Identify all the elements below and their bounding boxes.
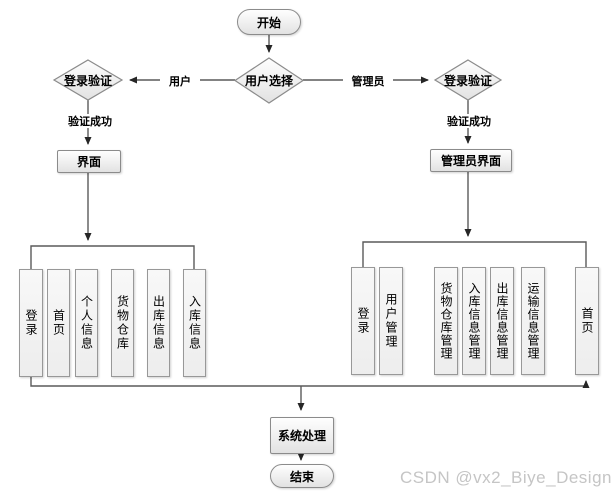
right-module-login: 登录 (351, 267, 375, 375)
left-module-cargo-warehouse: 货物仓库 (111, 269, 134, 377)
right-module-cargo-warehouse-management: 货物仓库管理 (434, 267, 458, 375)
left-module-login: 登录 (19, 269, 43, 377)
user-interface-node: 界面 (57, 150, 121, 173)
left-module-home: 首页 (47, 269, 70, 377)
right-module-inbound-info-management: 入库信息管理 (462, 267, 486, 375)
right-module-user-management: 用户管理 (379, 267, 403, 375)
right-module-home: 首页 (575, 267, 599, 375)
edge-label-admin: 管理员 (343, 73, 393, 88)
edge-label-admin-verify-success: 验证成功 (442, 114, 496, 128)
admin-verify-diamond-shape (433, 59, 503, 101)
right-module-transport-info-management: 运输信息管理 (521, 267, 545, 375)
right-module-outbound-info-management: 出库信息管理 (490, 267, 514, 375)
csdn-watermark: CSDN @vx2_Biye_Design (399, 468, 612, 487)
left-module-outbound-info: 出库信息 (147, 269, 170, 377)
choice-diamond-shape (233, 57, 305, 104)
system-process-node: 系统处理 (270, 417, 334, 454)
admin-interface-node: 管理员界面 (430, 149, 512, 172)
start-node: 开始 (237, 9, 301, 35)
end-node: 结束 (270, 464, 334, 488)
edge-label-user: 用户 (160, 73, 200, 88)
left-module-bracket (30, 245, 195, 269)
edge-label-user-verify-success: 验证成功 (63, 114, 117, 128)
left-module-inbound-info: 入库信息 (183, 269, 206, 377)
connector-bottom-return-to-home (30, 377, 590, 388)
user-verify-diamond-shape (52, 59, 124, 101)
right-module-bracket (362, 241, 587, 267)
left-module-personal-info: 个人信息 (75, 269, 98, 377)
